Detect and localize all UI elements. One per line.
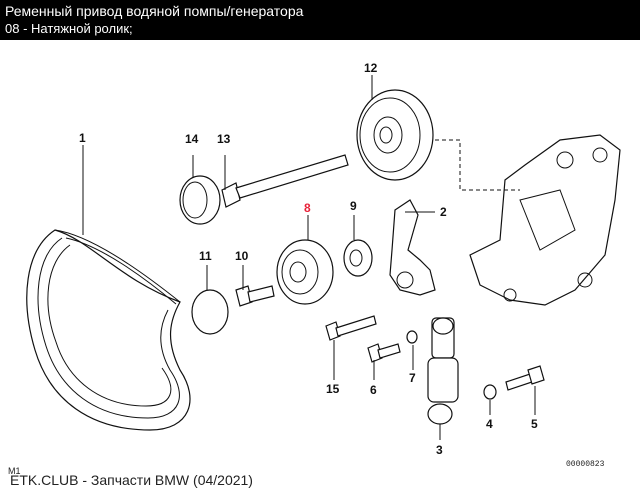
callout-7[interactable]: 7 xyxy=(409,371,416,385)
page-title: Ременный привод водяной помпы/генератора xyxy=(5,3,304,19)
cap-11-part[interactable] xyxy=(191,289,229,335)
pulley-12-part[interactable] xyxy=(356,89,434,181)
callout-2[interactable]: 2 xyxy=(440,205,447,219)
corner-mark: M1 xyxy=(8,466,21,476)
callout-15[interactable]: 15 xyxy=(326,382,340,396)
callout-5[interactable]: 5 xyxy=(531,417,538,431)
pulley-14-part[interactable] xyxy=(179,175,221,225)
leader-lines xyxy=(82,75,536,440)
callout-10[interactable]: 10 xyxy=(235,249,249,263)
page-subtitle: 08 - Натяжной ролик; xyxy=(5,21,133,36)
callout-13[interactable]: 13 xyxy=(217,132,231,146)
tension-roller-8-part[interactable] xyxy=(276,239,334,305)
callout-8[interactable]: 8 xyxy=(304,201,311,215)
bolt-13-part[interactable] xyxy=(221,154,349,208)
callout-11[interactable]: 11 xyxy=(199,249,212,263)
tensioner-arm-2-part[interactable] xyxy=(389,199,436,296)
bracket-part[interactable] xyxy=(469,134,621,306)
parts-diagram: 1 2 3 4 5 6 7 8 9 10 11 12 13 14 15 xyxy=(26,61,621,457)
callout-12[interactable]: 12 xyxy=(364,61,378,75)
source-footer: ETK.CLUB - Запчасти BMW (04/2021) xyxy=(10,472,253,488)
bolt-5-part[interactable] xyxy=(505,365,545,391)
callout-14[interactable]: 14 xyxy=(185,132,199,146)
damper-3-part[interactable] xyxy=(427,317,459,425)
callout-1[interactable]: 1 xyxy=(79,131,86,145)
bolt-6-part[interactable] xyxy=(367,343,401,363)
callout-3[interactable]: 3 xyxy=(436,443,443,457)
washer-9-part[interactable] xyxy=(343,239,373,277)
callout-6[interactable]: 6 xyxy=(370,383,377,397)
washer-7-part[interactable] xyxy=(406,330,418,344)
callout-4[interactable]: 4 xyxy=(486,417,493,431)
bolt-15-part[interactable] xyxy=(325,315,377,341)
bolt-10-part[interactable] xyxy=(235,285,275,307)
belt-part[interactable] xyxy=(26,229,191,431)
callout-9[interactable]: 9 xyxy=(350,199,357,213)
header-bar: Ременный привод водяной помпы/генератора… xyxy=(0,0,640,40)
drawing-code: 00000823 xyxy=(566,460,605,469)
washer-4-part[interactable] xyxy=(483,384,497,400)
